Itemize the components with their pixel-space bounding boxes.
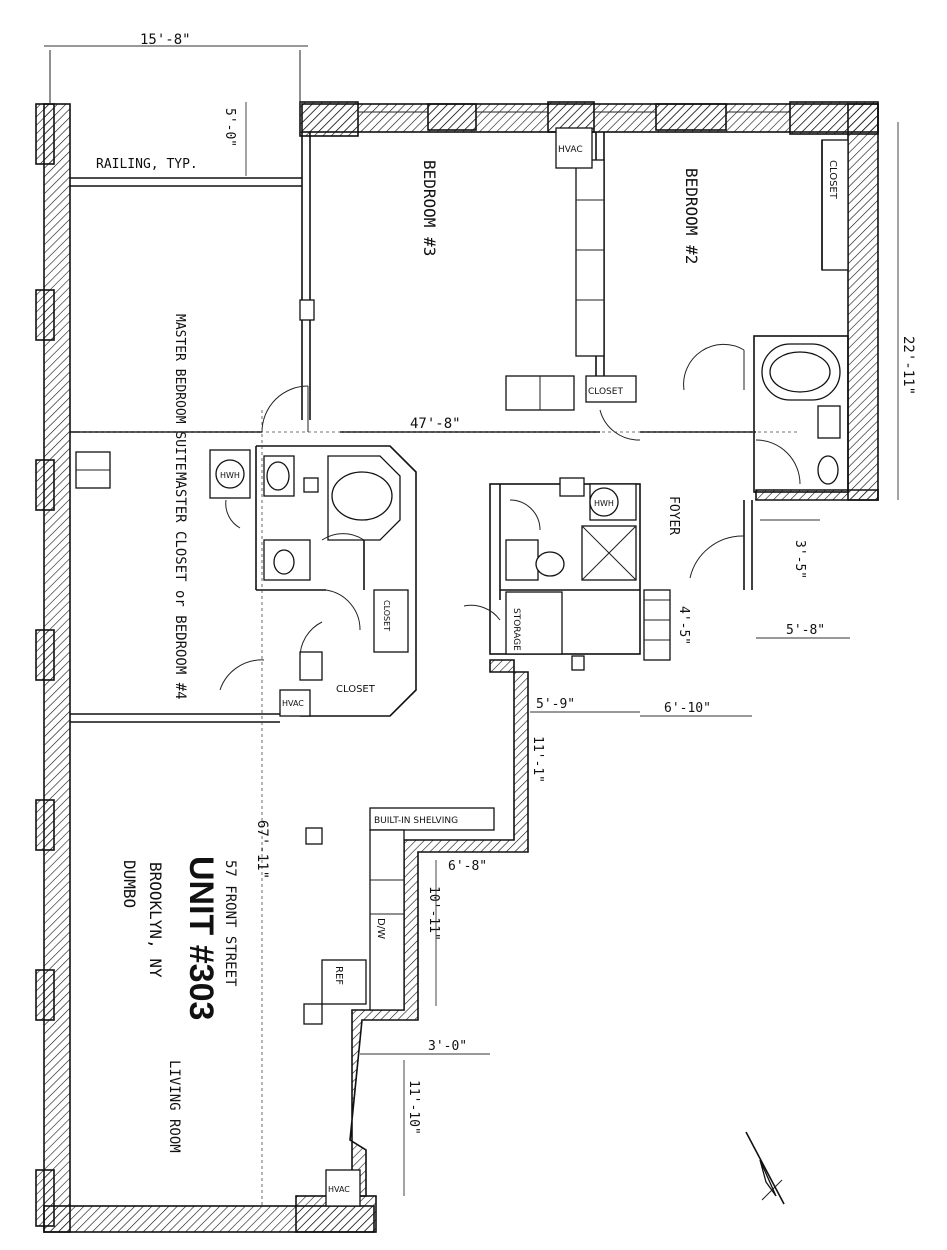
dw-label: D/W	[375, 918, 386, 939]
dim-overall-width: 47'-8"	[410, 416, 461, 432]
dim-balcony-depth: 5'-0"	[222, 108, 237, 147]
dim-step3: 4'-5"	[676, 606, 691, 645]
shelving-label: BUILT-IN SHELVING	[374, 816, 458, 826]
dim-step6: 11'-1"	[530, 736, 545, 783]
room-living: LIVING ROOM	[166, 1060, 182, 1153]
closet-master: CLOSET	[336, 684, 376, 695]
storage-label: STORAGE	[511, 608, 521, 651]
city: BROOKLYN, NY	[146, 862, 165, 978]
title-block: 57 FRONT STREET UNIT #303 BROOKLYN, NY D…	[120, 856, 238, 1020]
dim-top-width: 15'-8"	[140, 32, 191, 48]
dim-overall-length: 67'-11"	[254, 820, 270, 879]
hvac-living: HVAC	[328, 1185, 350, 1194]
dim-step2: 5'-8"	[786, 623, 825, 638]
hvac-br3: HVAC	[558, 145, 583, 155]
room-master-closet: MASTER CLOSET or BEDROOM #4	[172, 472, 188, 700]
dimensions: 47'-8" 67'-11" 22'-11" 3'-5" 5'-8" 4'-5"…	[80, 122, 916, 1206]
balcony: 15'-8" RAILING, TYP. 5'-0"	[44, 32, 308, 187]
right-wall	[847, 103, 879, 501]
room-bedroom3: BEDROOM #3	[420, 160, 439, 256]
hwh-foyer: HWH	[594, 499, 614, 508]
room-foyer: FOYER	[666, 496, 681, 535]
doors	[219, 343, 801, 691]
ref-label: REF	[333, 966, 344, 985]
closet-br2-label: CLOSET	[827, 160, 838, 200]
railing-label: RAILING, TYP.	[96, 157, 198, 172]
dim-step8: 10'-11"	[426, 886, 441, 941]
dim-step4: 5'-9"	[536, 697, 575, 712]
address: 57 FRONT STREET	[222, 860, 238, 987]
hwh-master: HWH	[220, 471, 240, 480]
dim-right-depth: 22'-11"	[900, 336, 916, 395]
exterior-walls	[35, 101, 879, 1233]
closet-master-small: CLOSET	[382, 600, 391, 631]
hvac-master: HVAC	[282, 699, 304, 708]
room-labels: MASTER BEDROOM SUITE MASTER CLOSET or BE…	[166, 160, 701, 1153]
room-bedroom2: BEDROOM #2	[682, 168, 701, 264]
dim-step10: 11'-10"	[406, 1080, 421, 1135]
area: DUMBO	[120, 860, 139, 908]
room-master-suite: MASTER BEDROOM SUITE	[172, 314, 187, 471]
dim-step7: 6'-8"	[448, 859, 487, 874]
closet-br2: CLOSET	[588, 387, 623, 397]
dim-step9: 3'-0"	[428, 1039, 467, 1054]
dim-step1: 3'-5"	[792, 540, 807, 579]
unit-number: UNIT #303	[182, 856, 220, 1020]
partitions: HVAC CLOSET CLOSET HWH CLOSET HVAC	[70, 127, 849, 1207]
dim-step5: 6'-10"	[664, 701, 711, 716]
north-arrow-icon	[745, 1131, 785, 1205]
